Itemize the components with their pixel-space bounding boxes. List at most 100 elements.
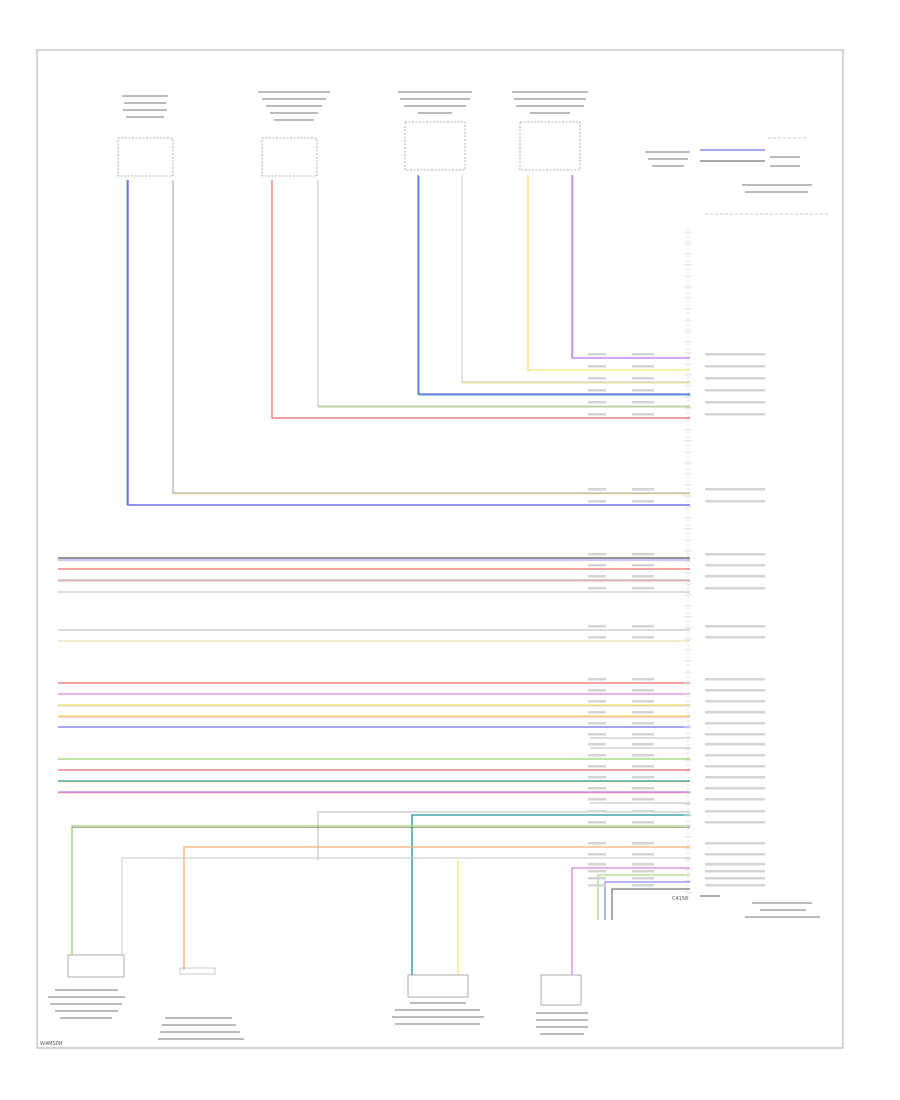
micro-label [705,754,765,757]
micro-label [705,711,765,714]
micro-label [705,700,765,703]
bottom-component-3 [407,974,469,998]
footer-code: W4MS0H [40,1041,63,1047]
micro-label [705,743,765,746]
micro-label [632,884,654,887]
micro-label [632,863,654,866]
top-component-2 [258,91,330,177]
wire-green-u [71,825,690,955]
micro-label [705,884,765,887]
micro-label [705,564,765,567]
micro-label [588,353,606,356]
wire-red-2 [271,180,690,419]
micro-label [588,625,606,628]
micro-label [705,353,765,356]
micro-label [632,754,654,757]
module-box [519,121,581,171]
wire-dark-z [611,888,690,920]
micro-label [588,389,606,392]
micro-label [588,377,606,380]
micro-label [588,636,606,639]
micro-label [705,553,765,556]
micro-label [588,401,606,404]
micro-label [632,810,654,813]
top-component-4 [512,91,588,171]
wire-blue-1 [127,180,690,506]
micro-label [705,722,765,725]
micro-label [632,564,654,567]
micro-label [705,377,765,380]
micro-label [588,711,606,714]
micro-label [588,821,606,824]
micro-label [632,377,654,380]
module-box [261,137,318,177]
micro-label [705,733,765,736]
label-layer [588,231,765,893]
micro-label [588,678,606,681]
micro-label [632,389,654,392]
micro-label [588,722,606,725]
micro-label [588,798,606,801]
diagram-border [36,49,844,1049]
top-component-3 [398,91,472,171]
micro-label [588,564,606,567]
micro-label [705,877,765,880]
micro-label [632,733,654,736]
micro-label [588,587,606,590]
bottom-component-2 [179,967,216,975]
micro-label [588,765,606,768]
micro-label [632,711,654,714]
micro-label [705,787,765,790]
wire-teal-t [411,814,690,975]
top-right-connector [645,137,812,193]
connector-label: C4156 [672,896,688,902]
micro-label [588,870,606,873]
micro-label [632,636,654,639]
bottom-component-4 [540,974,582,1006]
micro-label [705,488,765,491]
micro-label [588,810,606,813]
micro-label [705,765,765,768]
micro-label [705,389,765,392]
wire-teal-3 [418,176,691,396]
micro-label [632,353,654,356]
micro-label [705,500,765,503]
module-box [117,137,174,177]
bottom-component-1 [67,954,125,978]
micro-label [588,754,606,757]
wire-violet-x [571,867,690,975]
micro-label [588,689,606,692]
micro-label [588,553,606,556]
micro-label [705,689,765,692]
micro-label [588,413,606,416]
micro-label [632,700,654,703]
micro-label [632,870,654,873]
micro-label [588,575,606,578]
micro-label [632,587,654,590]
micro-label [588,842,606,845]
micro-label [632,776,654,779]
wire-gray-s [317,811,690,860]
wire-gray-3 [461,175,690,383]
micro-label [632,401,654,404]
micro-label [632,842,654,845]
micro-label [705,401,765,404]
micro-label [705,798,765,801]
micro-label [632,798,654,801]
bottom-labels [48,902,820,1040]
micro-label [632,625,654,628]
micro-label [588,733,606,736]
micro-label [705,853,765,856]
micro-label [632,488,654,491]
micro-label [705,776,765,779]
micro-label [632,689,654,692]
micro-label [588,863,606,866]
wire-violet-4 [571,175,690,359]
micro-label [632,575,654,578]
micro-label [588,743,606,746]
micro-label [705,863,765,866]
micro-label [632,553,654,556]
micro-label [588,700,606,703]
wire-blue-3 [417,175,690,395]
